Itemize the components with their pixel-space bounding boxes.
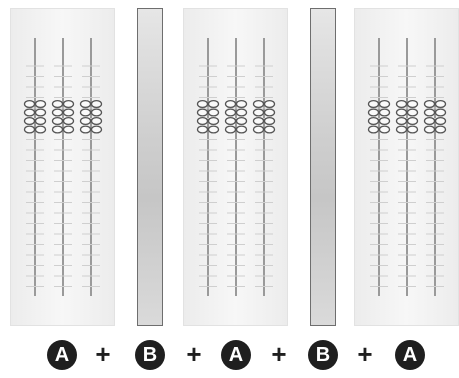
display-panel-a [354, 8, 459, 326]
composition-formula: A + B + A + B + A [0, 340, 459, 372]
badge-b: B [308, 340, 338, 370]
plus-sign: + [264, 340, 294, 370]
badge-a: A [395, 340, 425, 370]
plus-sign: + [88, 340, 118, 370]
panel-artwork [10, 8, 115, 326]
display-panel-a [183, 8, 288, 326]
plus-sign: + [350, 340, 380, 370]
mirror-panel-b [310, 8, 336, 326]
mirror-panel-b [137, 8, 163, 326]
display-panel-a [10, 8, 115, 326]
badge-b: B [135, 340, 165, 370]
panel-artwork [183, 8, 288, 326]
badge-a: A [47, 340, 77, 370]
panel-artwork [354, 8, 459, 326]
plus-sign: + [179, 340, 209, 370]
badge-a: A [221, 340, 251, 370]
